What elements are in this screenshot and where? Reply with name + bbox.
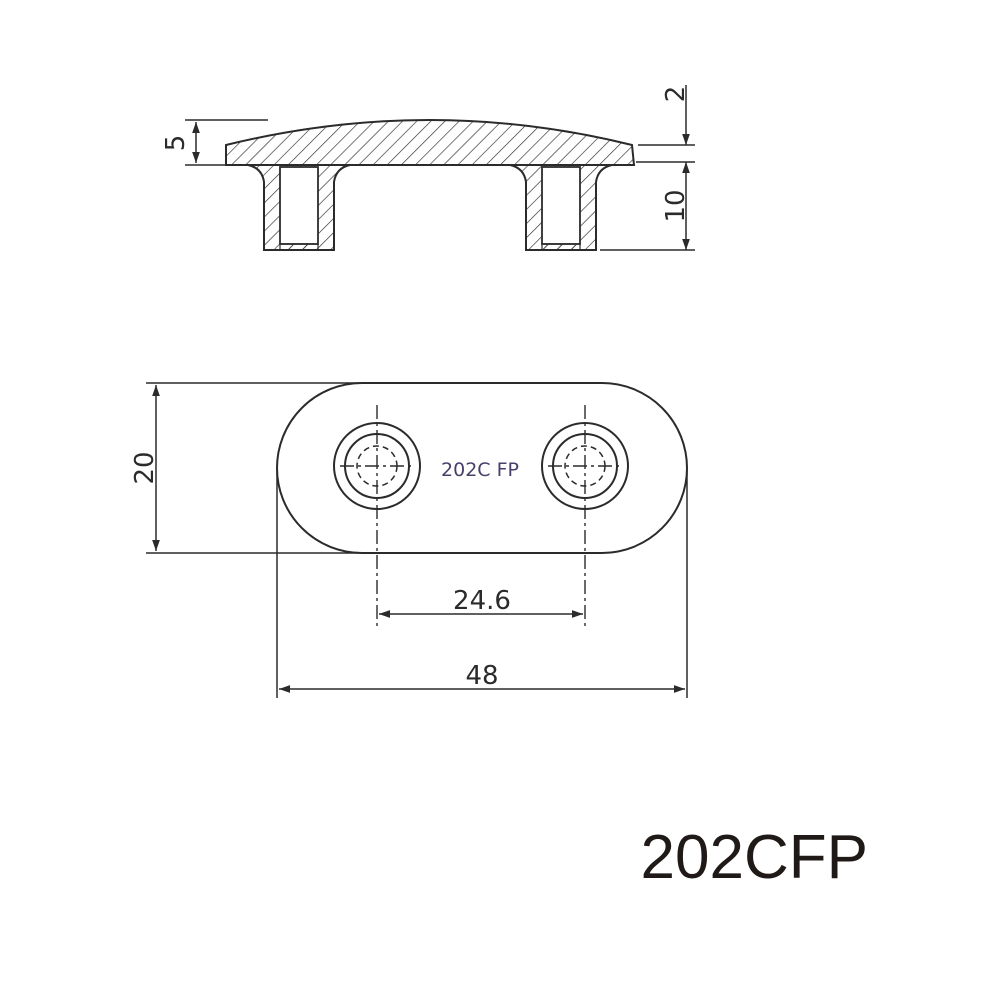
dim-right-heights: 2 10 [600,85,695,251]
left-mounting-hole [333,422,421,510]
dim-label-overall-length: 48 [465,661,498,691]
dim-label-hole-spacing: 24.6 [453,586,511,616]
plan-view: 202C FP [276,382,688,630]
section-left-bore [279,166,319,245]
dim-width: 20 [130,382,360,554]
right-mounting-hole [541,422,629,510]
dim-label-width: 20 [130,451,160,484]
part-marking: 202C FP [441,459,519,481]
dim-hole-spacing: 24.6 [379,586,583,618]
section-top-plate [225,119,636,166]
plan-outline [276,382,688,554]
dim-label-top-thickness: 5 [161,135,191,152]
dim-top-thickness: 5 [161,119,268,166]
dim-label-post-height: 10 [661,189,691,222]
section-view [225,119,636,251]
dim-overall-length: 48 [276,470,688,698]
section-right-bore [541,166,581,245]
model-number: 202CFP [641,823,868,892]
dim-label-lip-height: 2 [661,86,691,103]
